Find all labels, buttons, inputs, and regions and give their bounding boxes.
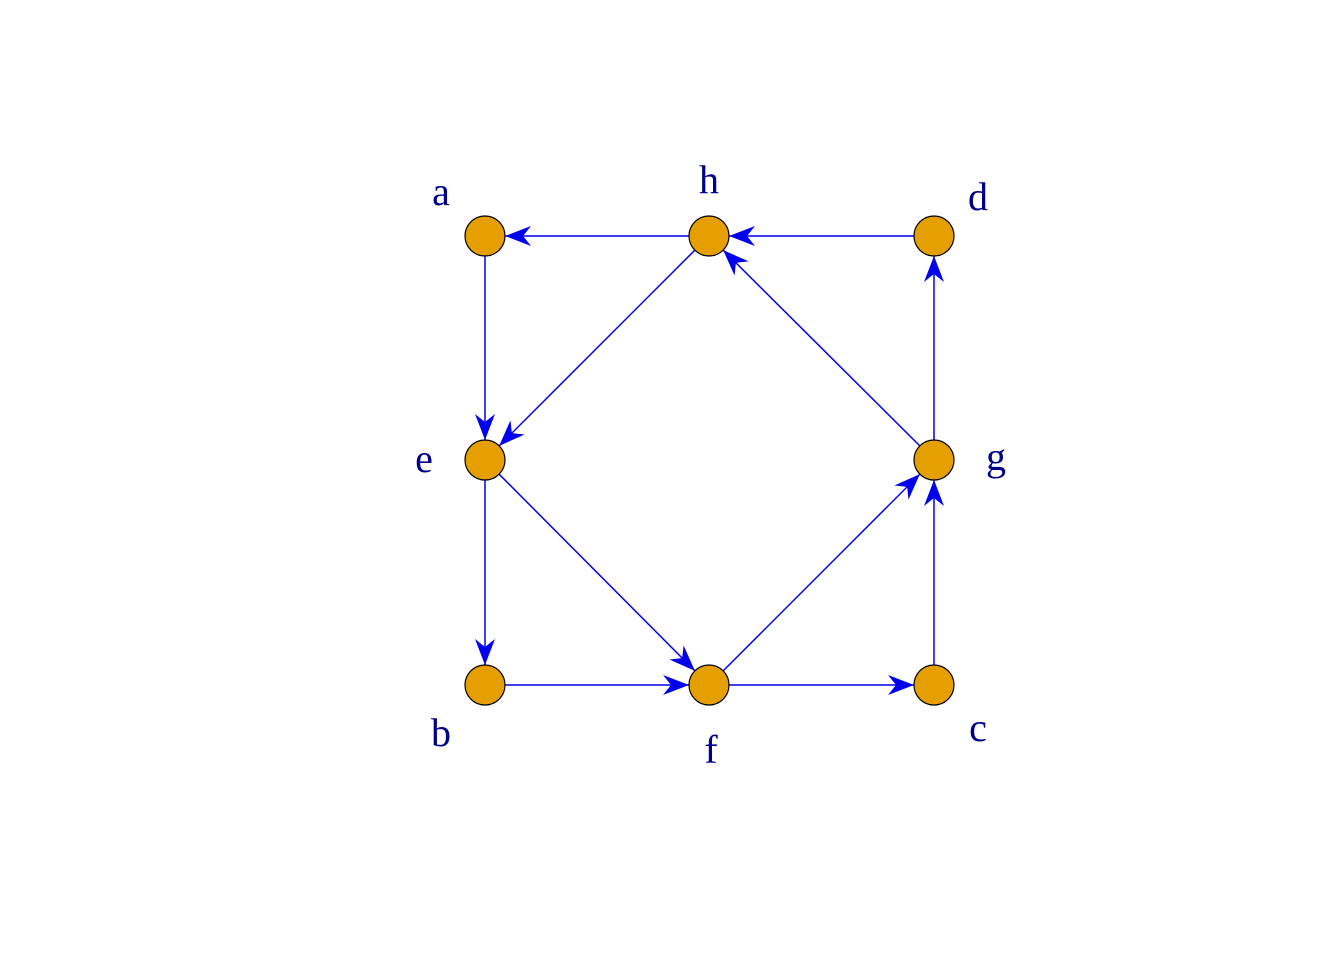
node-a <box>464 215 506 257</box>
arrowhead-g-h <box>723 250 749 276</box>
node-d <box>913 215 955 257</box>
node-e <box>464 439 506 481</box>
node-label-c: c <box>969 705 987 750</box>
node-h <box>688 215 730 257</box>
labels-layer: a h d e g b f c <box>415 157 1006 772</box>
node-label-f: f <box>704 727 718 772</box>
arrowhead-h-e <box>499 420 525 446</box>
node-label-d: d <box>968 174 988 219</box>
arrowhead-c-g <box>924 480 944 506</box>
edges-layer <box>475 226 944 695</box>
arrowhead-b-f <box>663 675 689 695</box>
arrowhead-a-e <box>475 414 495 440</box>
node-label-b: b <box>431 710 451 755</box>
edge-e-f <box>498 473 696 672</box>
arrowhead-d-h <box>729 226 755 246</box>
node-f <box>688 664 730 706</box>
edge-f-g <box>722 473 921 672</box>
node-label-h: h <box>699 157 719 202</box>
arrowhead-e-f <box>669 645 695 671</box>
node-label-e: e <box>415 436 433 481</box>
arrowhead-g-d <box>924 256 944 282</box>
node-label-g: g <box>986 434 1006 479</box>
edge-g-h <box>722 249 921 447</box>
arrowhead-h-a <box>505 226 531 246</box>
node-label-a: a <box>432 169 450 214</box>
arrowhead-e-b <box>475 639 495 665</box>
arrowhead-f-c <box>888 675 914 695</box>
arrowhead-f-g <box>894 474 920 500</box>
edge-h-e <box>498 249 696 447</box>
node-g <box>913 439 955 481</box>
nodes-layer <box>464 215 955 706</box>
node-b <box>464 664 506 706</box>
node-c <box>913 664 955 706</box>
